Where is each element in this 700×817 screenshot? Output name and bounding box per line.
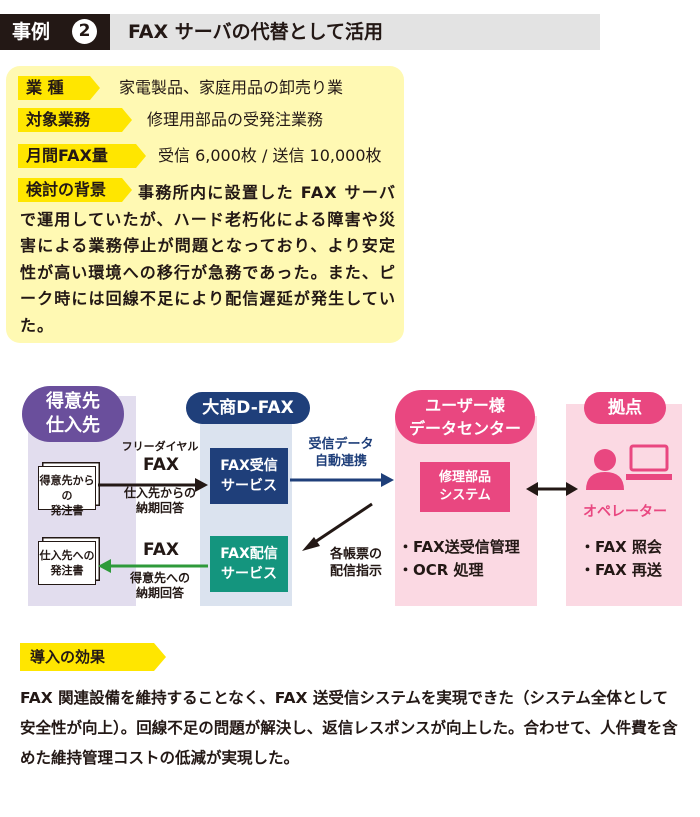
case-number: 2 [72,19,97,44]
center-item-ocr: ・OCR 処理 [398,561,484,579]
base-title: 拠点 [584,392,666,424]
diagram-arrows [98,444,672,573]
center-item-fax-management: ・FAX送受信管理 [398,538,520,556]
data-link-label: 受信データ 自動連携 [308,437,374,469]
outgoing-order-doc: 仕入先への 発注書 [38,541,96,585]
base-item-fax-inquiry: ・FAX 照会 [580,538,662,556]
fax-receive-service: FAX受信 サービス [210,448,288,504]
reply-in-label: 仕入先からの 納期回答 [123,486,196,515]
info-box: 業 種 家電製品、家庭用品の卸売り業 対象業務 修理用部品の受発注業務 月間FA… [6,66,404,343]
base-panel [566,404,682,606]
fax-volume-label: 月間FAX量 [18,144,146,168]
incoming-order-doc: 得意先からの 発注書 [38,466,96,517]
data-link-arrow [290,473,394,487]
operator-label: オペレーター [583,504,667,520]
center-title: ユーザー様 データセンター [395,390,535,444]
free-dial-label: フリーダイヤル [121,440,199,453]
background-label: 検討の背景 [18,178,132,202]
background-text: 事務所内に設置した FAX サーバで運用していたが、ハード老朽化による障害や災害… [20,183,396,335]
effect-label: 導入の効果 [20,643,166,671]
repair-parts-system: 修理部品 システム [420,462,510,512]
base-item-fax-resend: ・FAX 再送 [580,561,662,579]
industry-label: 業 種 [18,76,100,100]
operator-icon [586,444,672,490]
dispatch-arrow [302,502,373,551]
partner-title: 得意先 仕入先 [22,386,124,442]
target-value: 修理用部品の受発注業務 [147,110,324,129]
fax-in-label: FAX [143,455,179,475]
effect-text: FAX 関連設備を維持することなく、FAX 送受信システムを実現できた（システム… [20,689,678,767]
reply-out-label: 得意先への 納期回答 [129,571,190,600]
fax-out-arrow [98,559,208,573]
page-title: FAX サーバの代替として活用 [128,21,384,43]
dfax-title: 大商D-FAX [186,392,310,424]
form-dispatch-label: 各帳票の 配信指示 [329,547,382,579]
fax-out-label: FAX [143,540,179,560]
fax-volume-value: 受信 6,000枚 / 送信 10,000枚 [158,146,382,165]
fax-in-arrow [98,478,208,492]
target-label: 対象業務 [18,108,132,132]
industry-value: 家電製品、家庭用品の卸売り業 [119,78,344,97]
fax-send-service: FAX配信 サービス [210,536,288,592]
system-base-double-arrow [526,482,578,496]
